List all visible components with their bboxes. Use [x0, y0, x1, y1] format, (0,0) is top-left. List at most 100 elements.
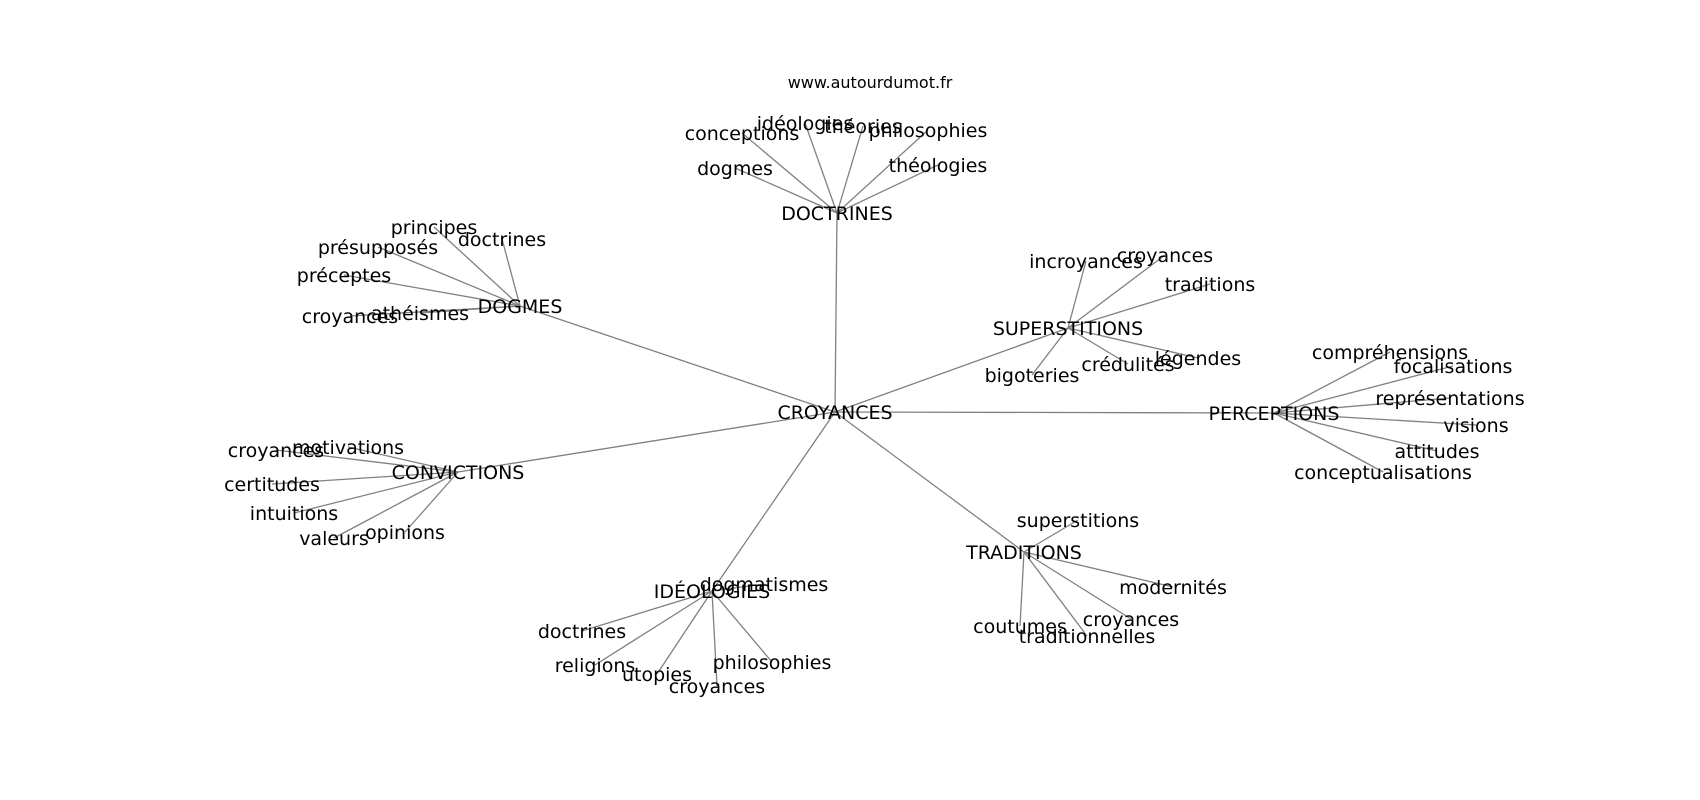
leaf-superstitions-2: traditions — [1165, 274, 1256, 296]
edge-superstitions-5 — [1031, 327, 1069, 376]
leaf-dogmes-4: croyances — [302, 306, 398, 328]
edge-ideologies-1 — [581, 590, 713, 632]
leaf-superstitions-3: légendes — [1155, 348, 1241, 370]
edge-doctrines-1 — [804, 122, 838, 214]
leaf-convictions-4: valeurs — [299, 528, 369, 550]
edge-traditions-3 — [1019, 551, 1025, 627]
leaf-dogmes-1: doctrines — [458, 229, 546, 251]
leaf-dogmes-2: présupposés — [318, 237, 438, 259]
leaf-doctrines-1: idéologies — [757, 113, 853, 135]
edge-convictions-5 — [404, 471, 459, 533]
edge-traditions-1 — [1023, 551, 1174, 588]
leaf-ideologies-1: doctrines — [538, 621, 626, 643]
node-center: CROYANCES — [777, 402, 892, 424]
edge-superstitions-0 — [1067, 260, 1087, 329]
edge-ideologies-5 — [711, 590, 773, 663]
leaf-ideologies-4: croyances — [669, 676, 765, 698]
leaf-convictions-3: intuitions — [250, 503, 338, 525]
edge-perceptions-3 — [1273, 412, 1477, 426]
leaf-doctrines-3: philosophies — [869, 120, 988, 142]
leaf-dogmes-3: préceptes — [297, 265, 391, 287]
leaf-traditions-3: coutumes — [973, 616, 1067, 638]
leaf-perceptions-3: visions — [1443, 415, 1508, 437]
edge-dogmes-5 — [419, 305, 521, 314]
leaf-ideologies-3: utopies — [622, 664, 692, 686]
edge-center-dogmes — [519, 305, 836, 413]
leaf-traditions-2: croyances — [1083, 609, 1179, 631]
edge-center-traditions — [834, 411, 1025, 553]
leaf-doctrines-2: théories — [824, 116, 901, 138]
edge-perceptions-4 — [1273, 412, 1438, 452]
edge-superstitions-1 — [1067, 254, 1166, 329]
edge-convictions-2 — [271, 471, 459, 485]
edge-center-doctrines — [834, 212, 838, 413]
labels-layer: CROYANCESDOCTRINESconceptionsidéologiest… — [224, 113, 1525, 698]
leaf-perceptions-5: conceptualisations — [1294, 462, 1472, 484]
leaf-convictions-2: certitudes — [224, 474, 320, 496]
edge-center-superstitions — [834, 327, 1069, 413]
edge-center-ideologies — [711, 411, 836, 592]
edge-doctrines-4 — [734, 167, 838, 214]
leaf-convictions-5: opinions — [365, 522, 445, 544]
leaf-superstitions-1: croyances — [1117, 245, 1213, 267]
leaf-ideologies-5: philosophies — [713, 652, 832, 674]
edge-traditions-0 — [1023, 519, 1079, 553]
leaf-traditions-0: superstitions — [1017, 510, 1139, 532]
leaf-traditions-4: traditionnelles — [1019, 626, 1156, 648]
edge-dogmes-1 — [501, 238, 521, 307]
node-perceptions: PERCEPTIONS — [1209, 403, 1340, 425]
edge-convictions-0 — [275, 449, 459, 473]
edge-doctrines-5 — [836, 164, 939, 214]
leaf-doctrines-0: conceptions — [685, 123, 800, 145]
leaf-convictions-0: croyances — [228, 440, 324, 462]
edge-ideologies-3 — [656, 590, 713, 675]
leaf-convictions-1: motivations — [292, 437, 404, 459]
leaf-superstitions-4: crédulités — [1081, 354, 1174, 376]
edge-convictions-3 — [293, 471, 459, 514]
edge-ideologies-2 — [594, 590, 713, 666]
source-watermark: www.autourdumot.fr — [788, 73, 953, 92]
edge-perceptions-1 — [1273, 365, 1454, 414]
leaf-perceptions-2: représentations — [1375, 388, 1524, 410]
edge-traditions-2 — [1023, 551, 1132, 620]
leaf-perceptions-1: focalisations — [1394, 356, 1513, 378]
edge-superstitions-3 — [1067, 327, 1199, 359]
leaf-superstitions-0: incroyances — [1029, 251, 1143, 273]
edge-perceptions-2 — [1273, 397, 1451, 414]
edge-ideologies-4 — [711, 590, 718, 687]
node-ideologies: IDÉOLOGIES — [654, 580, 770, 603]
leaf-perceptions-0: compréhensions — [1312, 342, 1468, 364]
leaf-dogmes-0: principes — [391, 217, 478, 239]
leaf-traditions-1: modernités — [1119, 577, 1227, 599]
edges-layer — [271, 122, 1477, 687]
edge-center-convictions — [457, 411, 836, 473]
leaf-dogmes-5: athéismes — [371, 303, 469, 325]
leaf-ideologies-0: dogmatismes — [700, 574, 829, 596]
leaf-superstitions-5: bigoteries — [985, 365, 1080, 387]
node-doctrines: DOCTRINES — [781, 203, 893, 225]
node-dogmes: DOGMES — [478, 296, 563, 318]
node-traditions: TRADITIONS — [965, 542, 1082, 564]
leaf-perceptions-4: attitudes — [1395, 441, 1480, 463]
edge-doctrines-3 — [836, 129, 929, 214]
edge-dogmes-2 — [377, 246, 521, 307]
edge-center-perceptions — [834, 411, 1275, 414]
edge-dogmes-3 — [343, 274, 521, 307]
edge-perceptions-5 — [1273, 412, 1384, 473]
edge-perceptions-0 — [1273, 351, 1391, 414]
node-convictions: CONVICTIONS — [392, 462, 525, 484]
edge-doctrines-2 — [836, 125, 864, 214]
leaf-doctrines-5: théologies — [889, 155, 988, 177]
edge-superstitions-2 — [1067, 283, 1211, 329]
edge-traditions-4 — [1023, 551, 1088, 637]
edge-convictions-4 — [333, 471, 459, 539]
edge-superstitions-4 — [1067, 327, 1129, 365]
edge-doctrines-0 — [741, 132, 838, 214]
edge-convictions-1 — [347, 446, 459, 473]
leaf-ideologies-2: religions — [555, 655, 636, 677]
edge-dogmes-0 — [433, 226, 521, 307]
node-superstitions: SUPERSTITIONS — [993, 318, 1143, 340]
edge-ideologies-0 — [711, 583, 765, 592]
leaf-doctrines-4: dogmes — [697, 158, 773, 180]
